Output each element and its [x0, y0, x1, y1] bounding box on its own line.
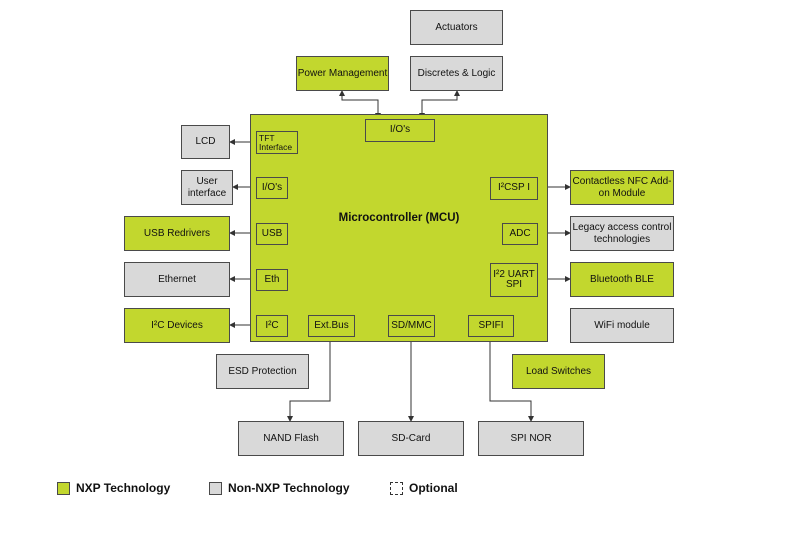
sd-card-box: SD-Card	[358, 421, 464, 456]
i2c-devices-box: I²C Devices	[124, 308, 230, 343]
usb-redrivers-box: USB Redrivers	[124, 216, 230, 251]
mcu-usb: USB	[256, 223, 288, 245]
mcu-io-top: I/O's	[365, 119, 435, 142]
mcu-ext-bus: Ext.Bus	[308, 315, 355, 337]
wifi-module-box: WiFi module	[570, 308, 674, 343]
legend-optional: Optional	[390, 481, 458, 495]
mcu-sd-mmc: SD/MMC	[388, 315, 435, 337]
legend-nxp: NXP Technology	[57, 481, 170, 495]
legend-non-nxp: Non-NXP Technology	[209, 481, 350, 495]
mcu-i2csp: I²CSP I	[490, 177, 538, 200]
mcu-tft-interface: TFT Interface	[256, 131, 298, 154]
ethernet-box: Ethernet	[124, 262, 230, 297]
spi-nor-box: SPI NOR	[478, 421, 584, 456]
non-nxp-swatch	[209, 481, 222, 495]
line-spinor	[487, 336, 534, 422]
mcu-io-left: I/O's	[256, 177, 288, 199]
optional-swatch	[390, 481, 403, 495]
actuators-box: Actuators	[410, 10, 503, 45]
nxp-swatch	[57, 481, 70, 495]
mcu-title: Microcontroller (MCU)	[338, 212, 460, 224]
esd-protection-box: ESD Protection	[216, 354, 309, 389]
mcu-eth: Eth	[256, 269, 288, 291]
line-power	[339, 90, 381, 119]
contactless-nfc-box: Contactless NFC Add-on Module	[570, 170, 674, 205]
mcu-i2c: I²C	[256, 315, 288, 337]
lcd-box: LCD	[181, 125, 230, 159]
user-interface-box: User interface	[181, 170, 233, 205]
line-nand	[287, 336, 333, 422]
line-discretes	[419, 90, 460, 119]
power-management-box: Power Management	[296, 56, 389, 91]
mcu-i2-uart-spi: I²2 UART SPI	[490, 263, 538, 297]
mcu-spifi: SPIFI	[468, 315, 514, 337]
legacy-access-box: Legacy access control technologies	[570, 216, 674, 251]
mcu-block: Microcontroller (MCU) I/O's TFT Interfac…	[250, 114, 548, 342]
discretes-logic-box: Discretes & Logic	[410, 56, 503, 91]
load-switches-box: Load Switches	[512, 354, 605, 389]
mcu-adc: ADC	[502, 223, 538, 245]
bluetooth-ble-box: Bluetooth BLE	[570, 262, 674, 297]
nand-flash-box: NAND Flash	[238, 421, 344, 456]
